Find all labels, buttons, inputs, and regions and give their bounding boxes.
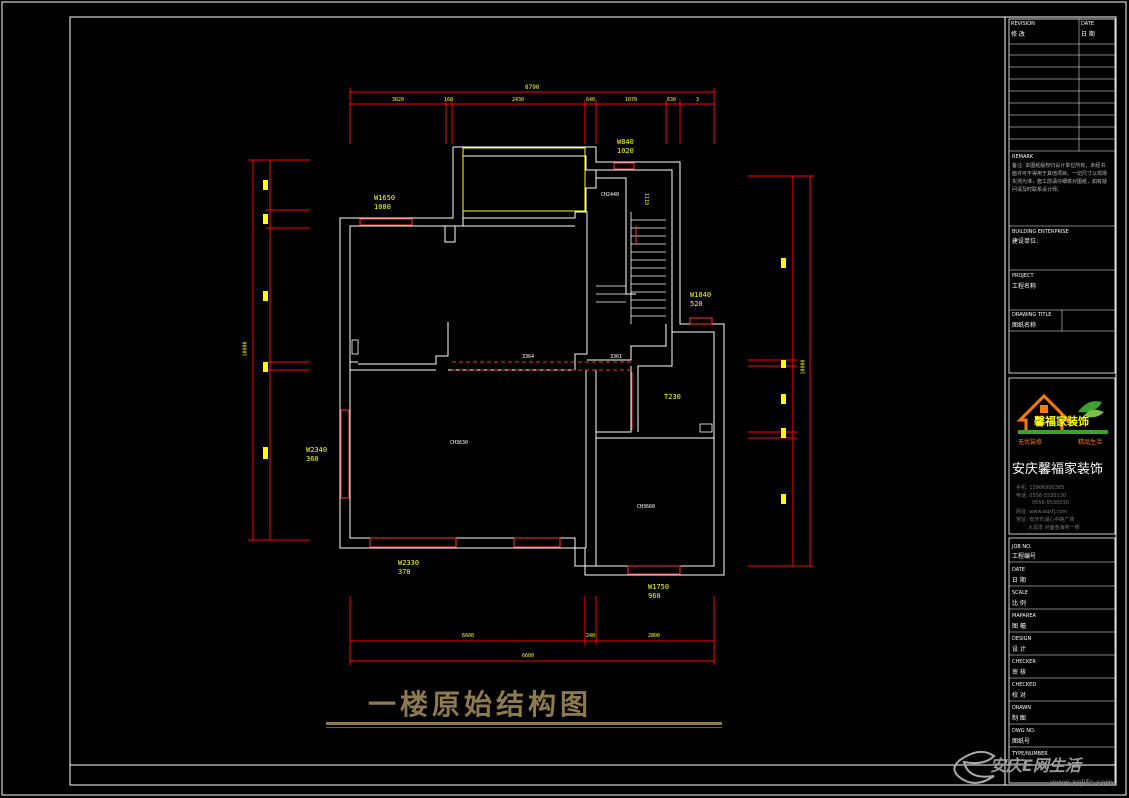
tb-dwg-no-cn: 图纸号 (1012, 738, 1031, 745)
stair-dim-label: 1119 (643, 192, 650, 206)
beam-label-1: 3364 (522, 354, 535, 360)
revision-table (1009, 19, 1115, 332)
dim-top-seg-5: 1070 (625, 97, 638, 103)
company-name: 安庆馨福家装饰 (1012, 462, 1104, 477)
stairs (596, 212, 666, 324)
tb-drawn-cn: 制 图 (1012, 715, 1026, 722)
tb-maparea-cn: 图 幅 (1012, 623, 1026, 630)
dimension-left (248, 159, 310, 541)
tb-remark: REMARK (1012, 154, 1034, 160)
tb-drawing-title-cn: 图纸名称 (1012, 322, 1037, 329)
walls (339, 146, 725, 576)
drawing-frame-inner (69, 16, 1117, 786)
title-underline-2 (326, 727, 722, 728)
title-block-bottom (1008, 537, 1116, 784)
dim-right-total: 10800 (800, 359, 807, 375)
dim-top-total: 8790 (525, 84, 540, 91)
logo-sub-right: 精品生活 (1078, 439, 1103, 446)
tb-date2: DATE (1012, 567, 1026, 573)
tb-checked: CHECKED (1012, 682, 1037, 688)
tb-design-cn: 设 计 (1012, 646, 1026, 653)
contact-line-4: 网址: www.aqxfj.com (1016, 509, 1068, 515)
tb-date-cn: 日 期 (1081, 31, 1095, 38)
room-label-living: CH3630 (450, 440, 469, 446)
tb-checker: CHECKER (1012, 659, 1036, 665)
room-label-230: T230 (664, 393, 681, 401)
info-table (1009, 561, 1115, 748)
title-block-top (1008, 18, 1116, 374)
pillar-mark (351, 339, 359, 355)
tb-remark-text: 备注: 本图纸版权归设计单位所有，未经书面许可不得用于其他项目。一切尺寸以现场实… (1012, 163, 1108, 193)
dim-top-seg-6: 630 (667, 97, 677, 103)
dim-bottom-seg-1: 6600 (462, 633, 475, 639)
windows (340, 162, 713, 575)
tb-design: DESIGN (1012, 636, 1032, 642)
dim-bottom-total: 6600 (522, 653, 535, 659)
dim-left-total: 10800 (242, 341, 249, 357)
tb-maparea: MAPAREA (1012, 613, 1036, 619)
room-label-stair: CH2440 (601, 192, 620, 198)
watermark-text: 安庆E网生活 (990, 756, 1081, 775)
tb-type-number: TYPE/NUMBER (1012, 751, 1048, 757)
logo-text: 馨福家装饰 (1034, 415, 1089, 428)
tb-job-no: JOB NO. (1012, 544, 1032, 550)
tb-drawing-title: DRAWING TITLE (1012, 312, 1052, 318)
tb-date: DATE (1081, 21, 1095, 27)
tb-building-enterprise-cn: 建设单位: (1012, 238, 1039, 245)
dim-bottom-seg-3: 2800 (648, 633, 661, 639)
tb-project: PROJECT (1012, 273, 1034, 279)
dimension-ticks (263, 180, 786, 504)
dim-top-seg-1: 3020 (392, 97, 405, 103)
title-underline (326, 722, 722, 725)
dim-top-seg-3: 2430 (512, 97, 525, 103)
tb-drawn: DRAWN (1012, 705, 1031, 711)
room-label-room: CH3660 (637, 504, 656, 510)
dimension-right (748, 175, 814, 567)
tb-checked-cn: 校 对 (1012, 692, 1026, 699)
watermark-url: www.aqlife.com (1050, 778, 1114, 787)
logo-house-icon (1016, 393, 1108, 434)
tb-revision: REVISION (1011, 21, 1035, 27)
tb-scale: SCALE (1012, 590, 1029, 596)
dim-top-seg-2: 160 (444, 97, 454, 103)
tb-dwg-no: DWG NO. (1012, 728, 1036, 734)
tb-building-enterprise: BUILDING ENTERPRISE (1012, 229, 1069, 235)
logo-sub-left: 无忧装修 (1018, 439, 1043, 446)
contact-line-5: 地址: 安庆市湖心中路广场 (1016, 517, 1075, 523)
contact-line-2: 电话: 0556-5530130 (1016, 493, 1067, 499)
contact-line-3: 0556-5530030 (1032, 500, 1069, 506)
contact-line-6: 大润发 对面金海苑一楼 (1028, 525, 1080, 531)
dim-top-seg-7: 3 (696, 97, 700, 103)
drawing-title: 一楼原始结构图 (368, 688, 593, 721)
dim-top-seg-4: 640 (586, 97, 596, 103)
beam-label-2: 3361 (610, 354, 623, 360)
watermark-e-icon (953, 750, 996, 784)
tb-project-cn: 工程名称 (1012, 283, 1037, 290)
tb-scale-cn: 比 例 (1012, 600, 1026, 607)
corner-mark (699, 423, 713, 433)
top-balcony (462, 147, 586, 212)
dimension-top (349, 88, 715, 144)
dim-bottom-seg-2: 240 (586, 633, 596, 639)
tb-revision-cn: 修 改 (1011, 31, 1025, 38)
contact-line-1: 手机: 13966900385 (1016, 485, 1065, 491)
logo-box (1008, 377, 1116, 535)
tb-job-no-cn: 工程编号 (1012, 553, 1037, 560)
tb-checker-cn: 审 核 (1012, 669, 1026, 676)
tb-date2-cn: 日 期 (1012, 577, 1026, 584)
dimension-bottom (349, 596, 715, 665)
